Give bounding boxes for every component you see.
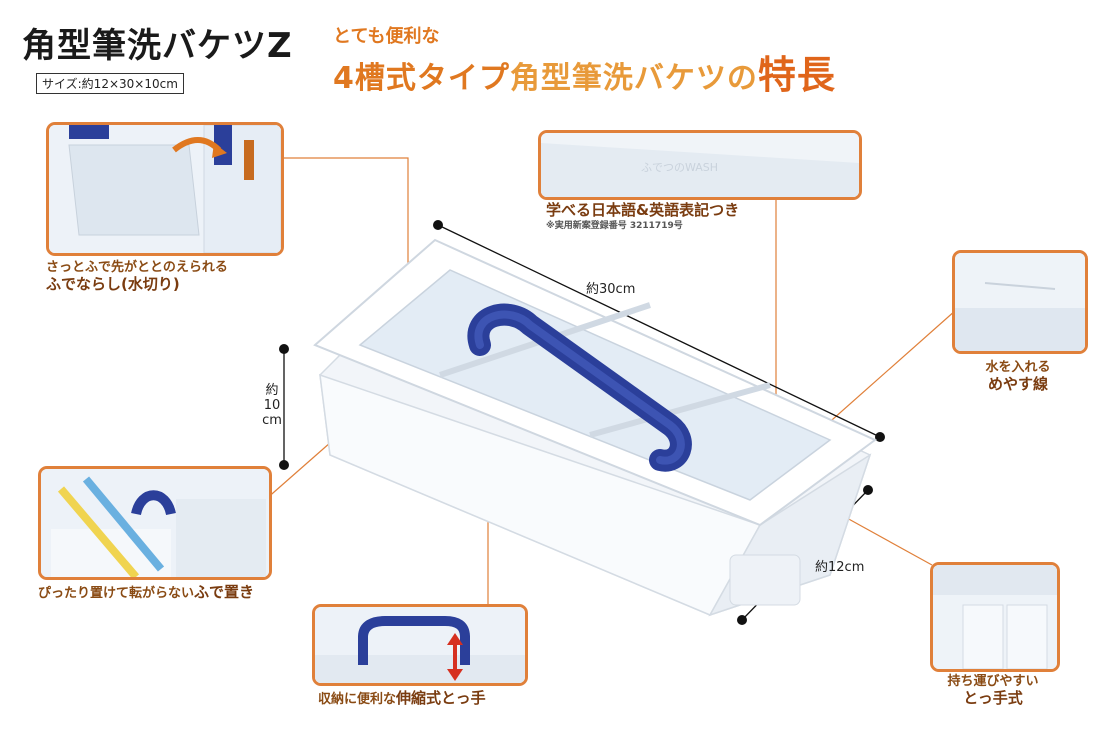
dimension-width: 約12cm xyxy=(815,560,865,575)
handle-image xyxy=(315,607,525,683)
caption-brush-shaper-line2: ふでならし(水切り) xyxy=(46,275,180,293)
feature-photo-handle xyxy=(312,604,528,686)
caption-carry: 持ち運びやすい とっ手式 xyxy=(936,674,1050,706)
caption-embossed-note: ※実用新案登録番号 3211719号 xyxy=(546,221,683,231)
dimension-height: 約 10 cm xyxy=(262,383,282,428)
caption-brush-shaper-line1: さっとふで先がととのえられる xyxy=(46,260,228,275)
caption-water-line-line2: めやす線 xyxy=(987,375,1048,393)
product-title: 角型筆洗バケツZ xyxy=(22,26,293,66)
caption-handle-line2: 伸縮式とっ手 xyxy=(396,689,486,707)
caption-brush-rest: ぴったり置けて転がらないふで置き xyxy=(38,584,254,602)
caption-water-line: 水を入れる めやす線 xyxy=(960,360,1076,392)
caption-embossed-line1: 学べる日本語&英語表記つき xyxy=(546,201,740,219)
caption-brush-shaper: さっとふで先がととのえられる ふでならし(水切り) xyxy=(46,260,228,292)
brush-rest-image xyxy=(41,469,269,577)
caption-brush-rest-line2: ふで置き xyxy=(194,583,255,601)
feature-photo-carry xyxy=(930,562,1060,672)
feature-photo-brush-shaper xyxy=(46,122,284,256)
dimension-length: 約30cm xyxy=(586,282,636,297)
embossed-text-image: ふでつのWASH xyxy=(541,133,859,197)
caption-embossed-text: 学べる日本語&英語表記つき ※実用新案登録番号 3211719号 xyxy=(546,202,739,234)
tagline-main: 4槽式タイプ角型筆洗バケツの特長 xyxy=(333,44,836,99)
feature-photo-embossed-text: ふでつのWASH xyxy=(538,130,862,200)
dimension-height-3: cm xyxy=(262,413,282,428)
caption-handle-line1: 収納に便利な xyxy=(318,692,397,707)
tagline-small: とても便利な xyxy=(333,26,440,47)
water-line-image xyxy=(955,253,1085,351)
dimension-height-2: 10 xyxy=(263,398,281,413)
caption-carry-line2: とっ手式 xyxy=(963,689,1023,707)
brush-shaper-image xyxy=(49,125,281,253)
tagline-part1: 4槽式タイプ xyxy=(333,61,510,96)
bucket-illustration xyxy=(313,238,877,617)
tagline-accent: 特長 xyxy=(757,53,836,97)
caption-water-line-line1: 水を入れる xyxy=(985,360,1051,375)
caption-brush-rest-line1: ぴったり置けて転がらない xyxy=(38,586,195,601)
carry-image xyxy=(933,565,1057,669)
feature-photo-brush-rest xyxy=(38,466,272,580)
tagline-part2: 角型筆洗バケツの xyxy=(509,61,758,96)
embossed-label: ふでつのWASH xyxy=(641,161,718,174)
caption-carry-line1: 持ち運びやすい xyxy=(947,674,1039,689)
caption-handle: 収納に便利な伸縮式とっ手 xyxy=(318,690,486,708)
feature-photo-water-line xyxy=(952,250,1088,354)
size-label: サイズ:約12×30×10cm xyxy=(36,73,184,94)
dimension-height-1: 約 xyxy=(265,383,279,398)
